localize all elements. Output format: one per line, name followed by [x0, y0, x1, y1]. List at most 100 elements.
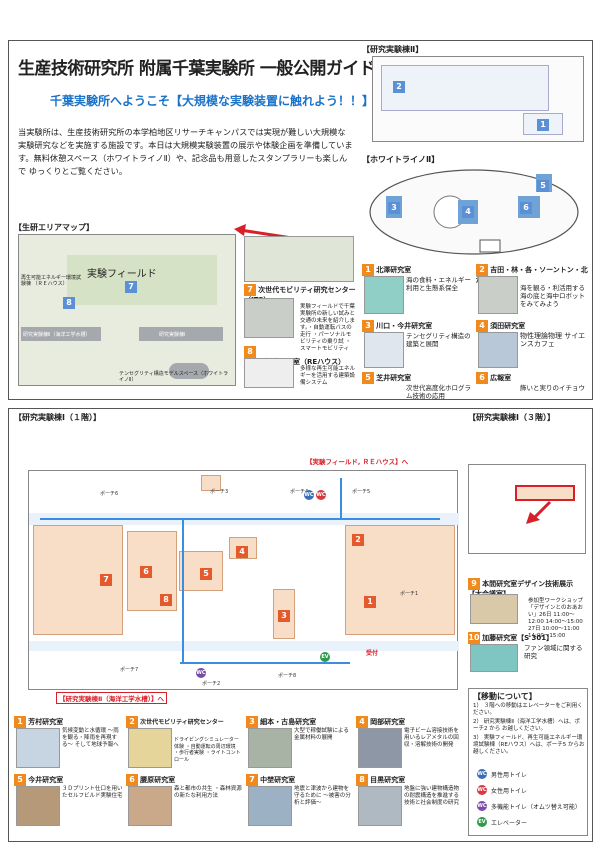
bottom-exhibit-5: 5 今井研究室 ３Ｄプリント仕口を用いたセルフビルド実験住宅 — [14, 774, 124, 800]
bottom-exhibit-7: 7 中埜研究室 地震と津波から建物を守るために 〜被害の分析と評価〜 — [246, 774, 352, 807]
exhibit-7-photo — [244, 298, 294, 338]
floor1-marker-1: 1 — [364, 596, 376, 608]
route-south — [180, 662, 350, 664]
exhibit-3-name: 川口・今井研究室 — [376, 322, 433, 330]
white-rhino-title: 【ホワイトライノⅡ】 — [362, 155, 440, 164]
lab2-building — [21, 327, 101, 341]
exhibit-1-photo — [364, 276, 404, 314]
exhibit-3-photo — [364, 332, 404, 368]
exhibit-6-desc: 飾いと実りのイチョウ — [520, 384, 585, 392]
porch-7: ポーチ7 — [120, 667, 139, 673]
exhibit-4-card: 4 須田研究室 物性理論物理 サイエンスカフェ — [476, 320, 588, 348]
bottom-exhibit-1: 1 芳村研究室 気候変動と水循環 〜雨を観る・降雨を再現する〜 そして地球予報へ — [14, 716, 124, 749]
exhibit-4-desc: 物性理論物理 サイエンスカフェ — [520, 332, 586, 348]
bottom-exhibit-8-photo — [358, 786, 402, 826]
exhibit-4-name: 須田研究室 — [490, 322, 526, 330]
bottom-exhibit-4-photo — [358, 728, 402, 768]
exhibit-6-name: 広報室 — [490, 374, 512, 382]
lab2-plan: 2 1 — [372, 56, 584, 142]
wc-women-icon: WC — [316, 490, 326, 500]
exhibit-8-photo — [244, 358, 294, 388]
area-2 — [201, 475, 221, 491]
exhibit-1-name: 北澤研究室 — [376, 266, 412, 274]
lab2-hall — [381, 65, 549, 111]
ev-legend-icon: EV — [477, 817, 487, 827]
porch-3: ポーチ3 — [210, 489, 229, 495]
area-exhibit-7-marker: 7 — [125, 281, 137, 293]
wc-multi-legend-icon: WC — [477, 801, 487, 811]
exhibit-9-photo — [470, 594, 518, 624]
floor1-plan — [28, 470, 459, 690]
tensegrity-label: テンセグリティ構造モデルスペース（ホワイトライノⅡ） — [119, 371, 229, 383]
access-item-1: 1） ３階への移動はエレベーターをご利用ください。 — [473, 703, 583, 716]
floor3-plan — [468, 464, 586, 554]
floor1-marker-5: 5 — [200, 568, 212, 580]
floor1-marker-7: 7 — [100, 574, 112, 586]
south-corridor — [29, 641, 459, 651]
lab1-building — [139, 327, 223, 341]
reception-label: 受付 — [366, 650, 379, 657]
to-lab2-label: 【研究実験棟Ⅱ（海洋工学水槽）】へ — [56, 692, 168, 704]
exhibit-2-desc: 海を観る・利活用する 海の底と海中ロボットをみてみよう — [520, 284, 585, 308]
rhino-exhibit-6-marker: 6 — [520, 202, 532, 214]
floor1-marker-8: 8 — [160, 594, 172, 606]
floor3-highlight — [515, 485, 575, 501]
exhibit-6-card: 6 広報室 飾いと実りのイチョウ — [476, 372, 588, 392]
intro-text: 当実験所は、生産技術研究所の本学柏地区リサーチキャンパスでは実現が難しい大規模な… — [18, 127, 353, 176]
exhibit-8-name: 大岡・坂本研究室（REハウス） — [244, 358, 346, 366]
exhibit-4-photo — [478, 332, 518, 368]
floor1-marker-6: 6 — [140, 566, 152, 578]
exhibit-1-card: 1 北澤研究室 海の食料・エネルギー利用と生態系保全 — [362, 264, 472, 292]
bottom-exhibit-3-photo — [248, 728, 292, 768]
exhibit-1-desc: 海の食料・エネルギー利用と生態系保全 — [406, 276, 471, 292]
exhibit-10-desc: ファン領域に関する研究 — [524, 644, 583, 660]
porch-2: ポーチ2 — [202, 681, 221, 687]
exhibit-5-name: 芝井研究室 — [376, 374, 412, 382]
area-exhibit-8-marker: 8 — [63, 297, 75, 309]
lab2-exhibit-2-marker: 2 — [393, 81, 405, 93]
area-map-title: 【生研エリアマップ】 — [14, 223, 94, 232]
exhibit-2-photo — [478, 276, 518, 314]
exhibit-10-photo — [470, 644, 518, 672]
floor1-marker-3: 3 — [278, 610, 290, 622]
bottom-exhibit-1-photo — [16, 728, 60, 768]
access-item-3: 3） 実験フィールド、再生可能エネルギー環境試験棟（REハウス）へは、ポーチ5 … — [473, 735, 585, 755]
route-porch5 — [340, 478, 342, 518]
bottom-exhibit-2-photo — [128, 728, 172, 768]
bottom-exhibit-3: 3 細本・古島研究室 大型で稼働試験による金属材料の展開 — [246, 716, 352, 742]
route-porch2 — [182, 518, 184, 664]
route-main — [40, 518, 440, 520]
exhibit-8-desc: 多様な再生可能エネルギーを活用する建築設備システム — [300, 366, 356, 386]
floor3-arrow-icon — [526, 500, 552, 524]
page-title: 生産技術研究所 附属千葉実験所 一般公開ガイドマップ — [18, 59, 425, 79]
bottom-exhibit-6-photo — [128, 786, 172, 826]
elevator-icon: EV — [320, 652, 330, 662]
field-label: 実験フィールド — [87, 269, 157, 280]
bottom-exhibit-5-photo — [16, 786, 60, 826]
rhino-exhibit-3-marker: 3 — [388, 202, 400, 214]
porch-8: ポーチ8 — [278, 673, 297, 679]
bottom-exhibit-6: 6 腰原研究室 森と都市の共生 ・森林資源の新たな利用方法 — [126, 774, 242, 800]
lab1-floor1-title: 【研究実験棟Ⅰ（１階）】 — [14, 413, 101, 422]
exhibit-3-card: 3 川口・今井研究室 テンセグリティ構造の建築と展開 — [362, 320, 472, 348]
page-subtitle: 千葉実験所へようこそ【大規模な実験装置に触れよう！！】 — [50, 94, 375, 108]
porch-1: ポーチ1 — [400, 591, 419, 597]
wc-men-icon: WC — [304, 490, 314, 500]
area-5 — [179, 551, 223, 591]
rhino-exhibit-4-marker: 4 — [462, 206, 474, 218]
bottom-exhibit-8: 8 目黒研究室 地盤に強い建物構造物の耐震構造を推進する技術と社会制度の研究 — [356, 774, 464, 807]
campus-aerial-photo — [244, 236, 354, 282]
lab2-marine-label: 研究実験棟Ⅱ（海洋工学水槽） — [23, 332, 91, 338]
porch-4: ポーチ4 — [290, 489, 309, 495]
lab1-label: 研究実験棟Ⅰ — [159, 332, 186, 338]
to-field-label: 【実験フィールド, ＲＥハウス】へ — [306, 458, 409, 466]
access-title: 【移動について】 — [473, 692, 537, 701]
porch-5: ポーチ5 — [352, 489, 371, 495]
area-map: 実験フィールド 再生可能エネルギー環境試験棟 （ＲＥハウス） 7 8 研究実験棟… — [18, 234, 236, 386]
exhibit-10-name: 加藤研究室【S 301】 — [482, 634, 554, 642]
exhibit-5-desc: 次世代高度化ホログラム技術の応用 — [406, 384, 471, 400]
floor3-exhibit-10: 10 加藤研究室【S 301】 ファン領域に関する研究 — [468, 632, 586, 660]
